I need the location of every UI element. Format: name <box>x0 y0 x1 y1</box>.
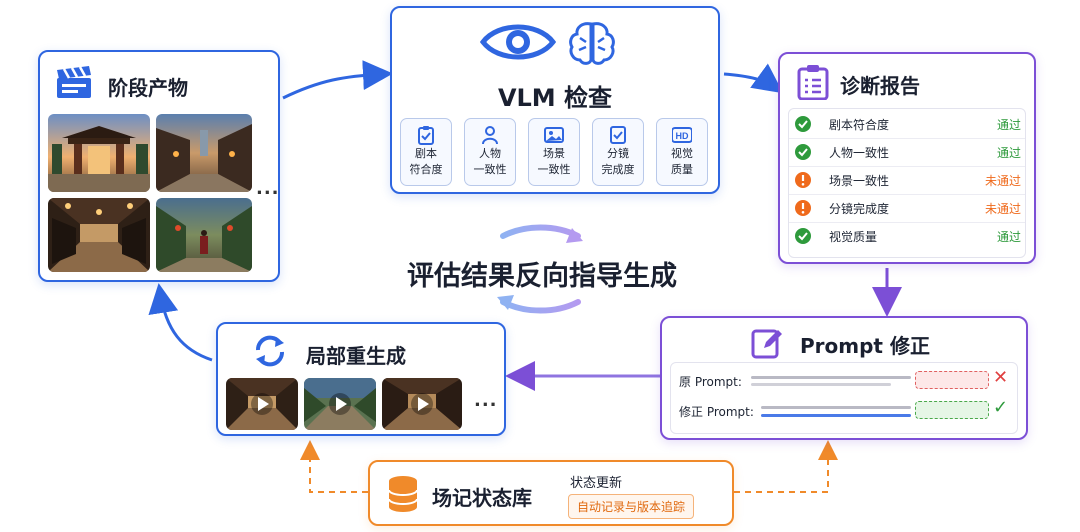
removed-text-highlight <box>915 371 989 389</box>
prompt-fix-title: Prompt 修正 <box>800 334 930 358</box>
more-clips-ellipsis: ... <box>474 390 498 411</box>
check-label-2: 质量 <box>671 163 693 176</box>
brain-icon <box>569 22 615 65</box>
report-item-name: 分镜完成度 <box>829 202 890 216</box>
report-row: 视觉质量 通过 <box>789 223 1025 250</box>
report-row: 场景一致性 未通过 <box>789 167 1025 195</box>
artifacts-panel: 阶段产物 <box>38 50 280 282</box>
warning-circle-icon <box>795 172 811 188</box>
prompt-fix-panel: Prompt 修正 原 Prompt: ✕ 修正 Prompt: ✓ <box>660 316 1028 440</box>
added-text-highlight <box>915 401 989 419</box>
report-item-name: 人物一致性 <box>829 146 890 160</box>
check-circle-icon <box>795 116 811 132</box>
check-label-2: 符合度 <box>409 163 443 176</box>
artifacts-title: 阶段产物 <box>108 76 188 100</box>
artifact-image-street-dusk[interactable] <box>156 114 252 192</box>
feedback-loop-caption: 评估结果反向指导生成 <box>407 261 677 292</box>
check-character-consistency[interactable]: 人物一致性 <box>464 118 516 186</box>
partial-regeneration-panel: 局部重生成 ... <box>216 322 506 436</box>
report-row: 人物一致性 通过 <box>789 139 1025 167</box>
report-status: 通过 <box>996 230 1021 244</box>
artifact-image-garden-figure[interactable] <box>156 198 252 272</box>
arrow-regen-to-artifacts <box>148 283 213 362</box>
report-row: 剧本符合度 通过 <box>789 111 1025 139</box>
clapperboard-icon <box>57 66 91 98</box>
person-icon <box>482 126 498 145</box>
artifact-image-corridor[interactable] <box>48 198 150 272</box>
image-icon <box>544 127 564 143</box>
check-storyboard-completion[interactable]: 分镜完成度 <box>592 118 644 186</box>
check-script-conformity[interactable]: 剧本符合度 <box>400 118 452 186</box>
regen-video-clip-corridor[interactable] <box>226 378 298 430</box>
original-prompt-line <box>751 376 911 379</box>
check-label-1: 视觉 <box>671 147 693 160</box>
vlm-title: VLM 检查 <box>497 84 613 112</box>
arrow-vlm-to-report <box>723 63 784 94</box>
regen-title: 局部重生成 <box>306 344 406 368</box>
more-artifacts-ellipsis: ... <box>256 178 280 199</box>
checklist-icon <box>610 126 626 144</box>
revised-prompt-line <box>761 406 911 409</box>
reject-x-icon: ✕ <box>993 367 1009 388</box>
revised-prompt-line <box>761 414 911 417</box>
original-prompt-label: 原 Prompt: <box>679 375 742 389</box>
report-item-name: 场景一致性 <box>829 174 890 188</box>
check-circle-icon <box>795 228 811 244</box>
hd-icon: HD <box>672 127 692 143</box>
arrow-store-to-prompt <box>734 440 838 493</box>
report-item-name: 剧本符合度 <box>829 118 890 132</box>
regen-video-clip-hall[interactable] <box>382 378 462 430</box>
store-title: 场记状态库 <box>432 486 532 510</box>
edit-pencil-icon <box>751 329 782 359</box>
report-row: 分镜完成度 未通过 <box>789 195 1025 223</box>
state-update-label: 状态更新 <box>570 476 623 491</box>
diagnosis-report-panel: 诊断报告 剧本符合度 通过 人物一致性 通过 场景一致性 未通过 分镜完成度 未… <box>778 52 1036 264</box>
vlm-check-panel: VLM 检查 剧本符合度 人物一致性 场景一致性 分镜完成度 HD 视觉质量 <box>390 6 720 194</box>
database-icon <box>388 476 418 512</box>
check-label-2: 完成度 <box>601 163 635 176</box>
regen-video-clip-garden[interactable] <box>304 378 376 430</box>
report-status: 通过 <box>996 118 1021 132</box>
revised-prompt-label: 修正 Prompt: <box>679 405 754 419</box>
eye-icon <box>480 24 556 60</box>
report-table: 剧本符合度 通过 人物一致性 通过 场景一致性 未通过 分镜完成度 未通过 视觉… <box>788 108 1026 258</box>
check-scene-consistency[interactable]: 场景一致性 <box>528 118 580 186</box>
check-label-2: 一致性 <box>473 163 507 176</box>
accept-check-icon: ✓ <box>993 397 1009 418</box>
check-label-1: 剧本 <box>415 147 437 160</box>
play-icon <box>336 397 347 411</box>
check-label-2: 一致性 <box>537 163 571 176</box>
report-status: 通过 <box>996 146 1021 160</box>
cycle-arrows-icon <box>497 224 583 314</box>
prompt-compare-box: 原 Prompt: ✕ 修正 Prompt: ✓ <box>670 362 1018 434</box>
play-icon <box>418 397 429 411</box>
arrow-store-to-regen <box>300 440 368 493</box>
warning-circle-icon <box>795 200 811 216</box>
report-item-name: 视觉质量 <box>829 230 878 244</box>
report-status: 未通过 <box>984 202 1021 216</box>
report-status: 未通过 <box>984 174 1021 188</box>
check-visual-quality[interactable]: HD 视觉质量 <box>656 118 708 186</box>
check-label-1: 分镜 <box>607 147 629 160</box>
report-clipboard-icon <box>797 65 829 100</box>
check-label-1: 人物 <box>479 147 501 160</box>
clipboard-check-icon <box>418 126 434 145</box>
check-circle-icon <box>795 144 811 160</box>
scene-log-store-panel: 场记状态库 状态更新 自动记录与版本追踪 <box>368 460 734 526</box>
artifact-image-gate-sunset[interactable] <box>48 114 150 192</box>
refresh-icon <box>255 335 285 367</box>
arrow-artifacts-to-vlm <box>282 60 393 100</box>
play-icon <box>258 397 269 411</box>
check-label-1: 场景 <box>543 147 565 160</box>
report-title: 诊断报告 <box>840 74 920 98</box>
original-prompt-line <box>751 383 891 386</box>
svg-text:HD: HD <box>676 131 689 141</box>
auto-record-badge: 自动记录与版本追踪 <box>568 494 695 519</box>
